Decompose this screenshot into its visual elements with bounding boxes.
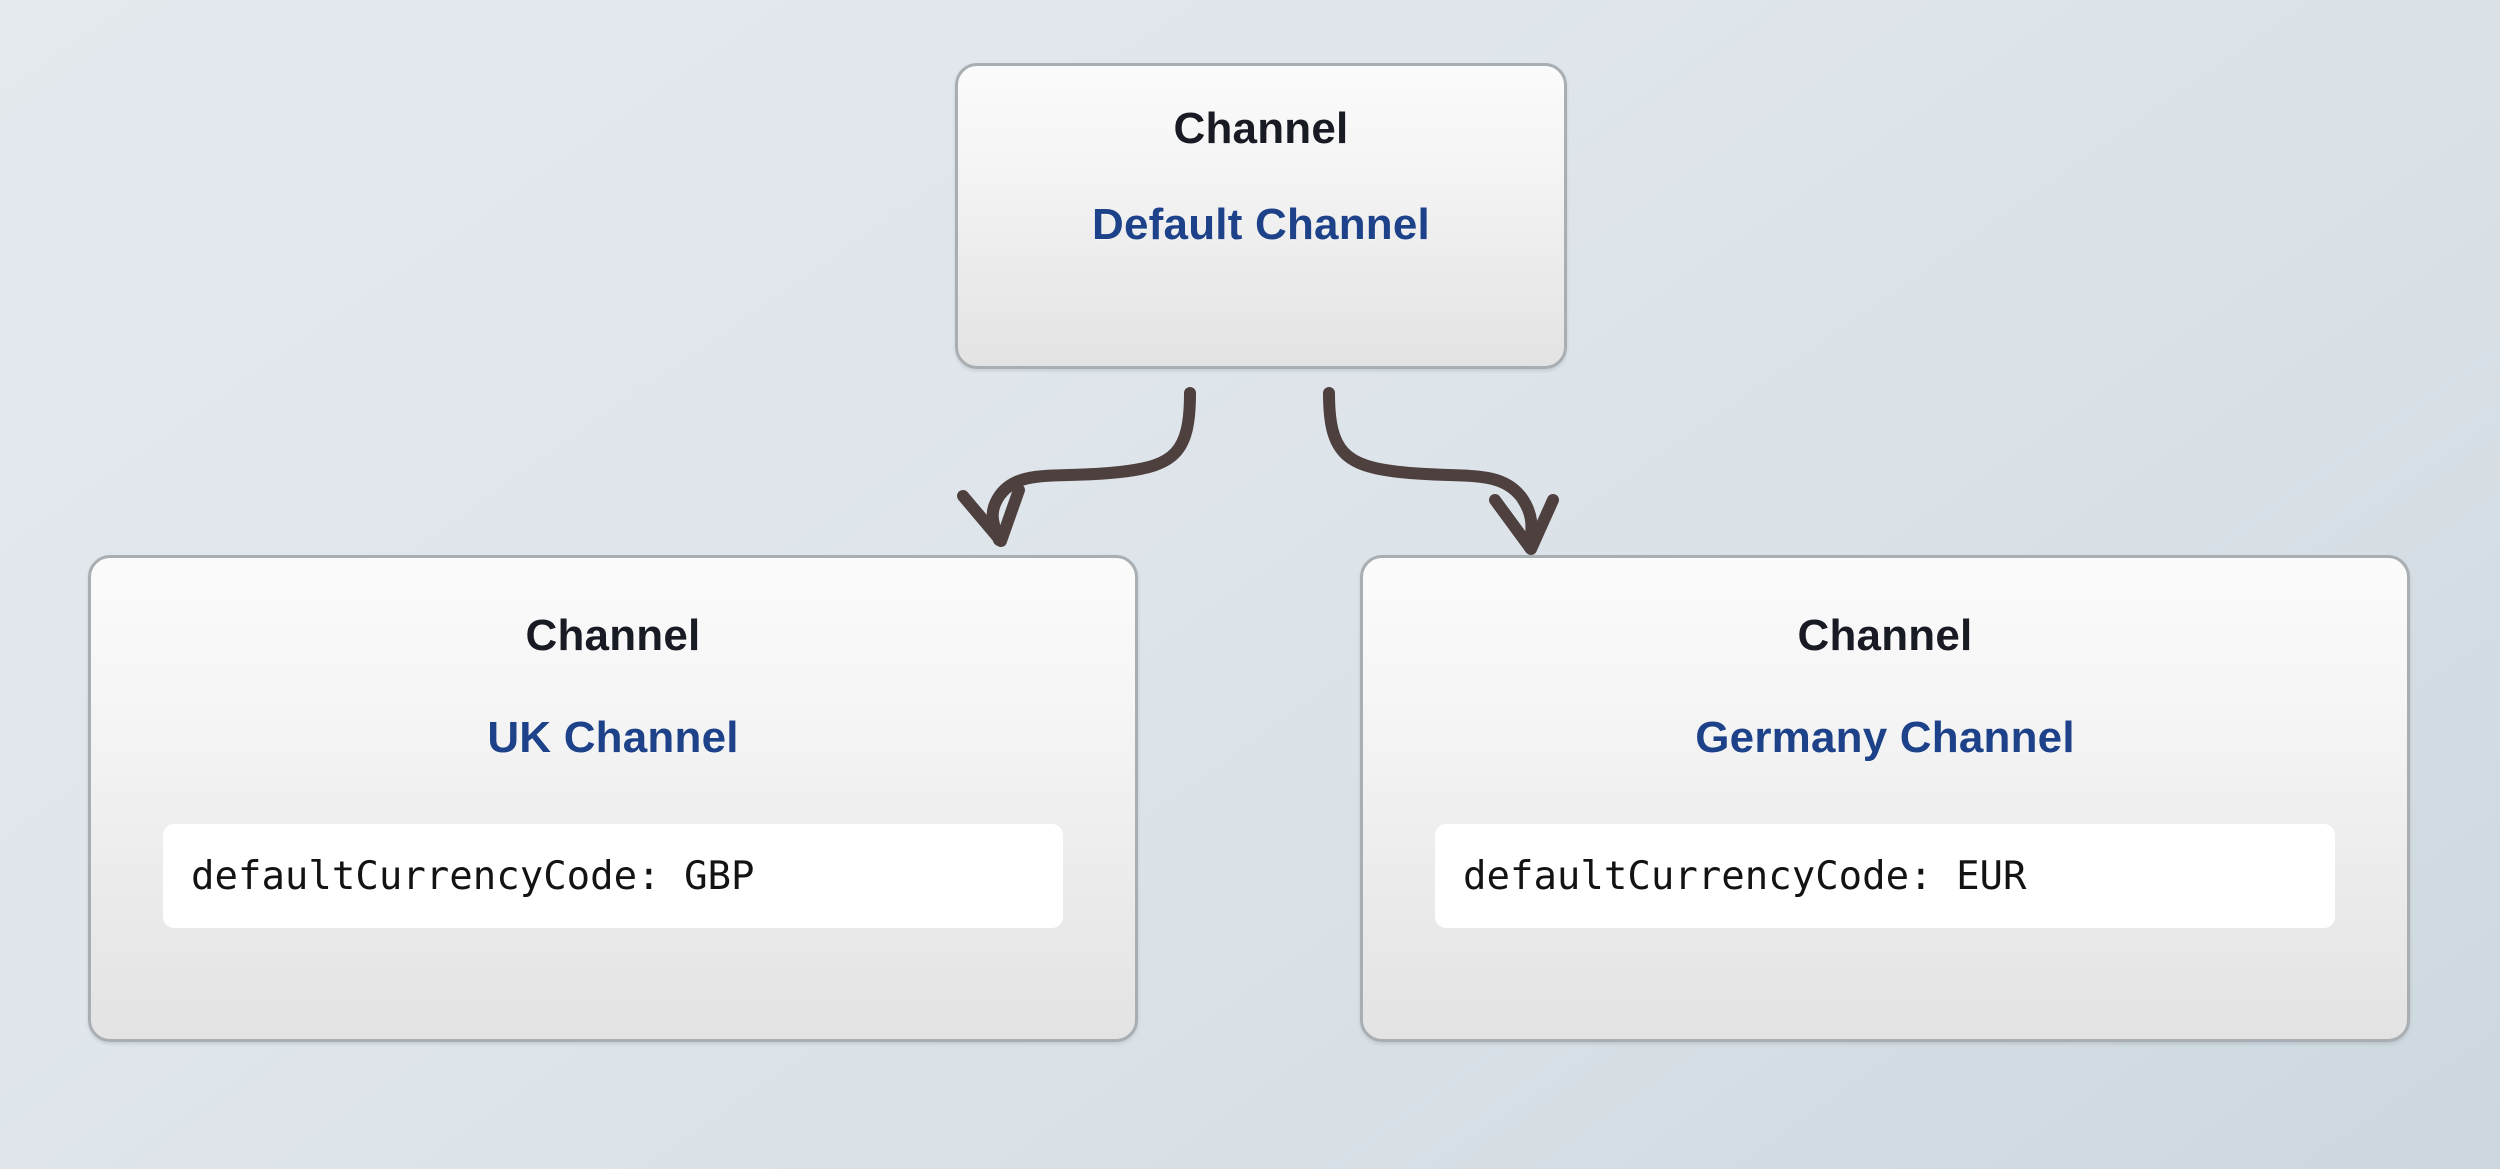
node-type-label: Channel — [525, 611, 701, 660]
node-field-list: defaultCurrencyCode: GBP — [91, 824, 1135, 928]
node-field-list: defaultCurrencyCode: EUR — [1363, 824, 2407, 928]
edge-root-to-uk — [957, 387, 1196, 547]
node-germany-channel[interactable]: Channel Germany Channel defaultCurrencyC… — [1360, 555, 2410, 1042]
edge-root-to-de — [1323, 387, 1559, 555]
node-title-label: Default Channel — [1092, 200, 1430, 249]
node-uk-channel[interactable]: Channel UK Channel defaultCurrencyCode: … — [88, 555, 1138, 1042]
edge-root-to-de-arrowhead — [1489, 494, 1559, 555]
node-title-label: UK Channel — [487, 713, 739, 762]
edge-root-to-uk-arrowhead — [957, 484, 1025, 547]
node-title-label: Germany Channel — [1695, 713, 2075, 762]
edge-root-to-uk-path — [986, 387, 1196, 546]
node-type-label: Channel — [1797, 611, 1973, 660]
node-type-label: Channel — [1173, 104, 1349, 153]
edge-root-to-de-path — [1323, 387, 1538, 554]
node-field-default-currency-code: defaultCurrencyCode: EUR — [1435, 824, 2335, 928]
node-default-channel[interactable]: Channel Default Channel — [955, 63, 1567, 369]
node-field-default-currency-code: defaultCurrencyCode: GBP — [163, 824, 1063, 928]
